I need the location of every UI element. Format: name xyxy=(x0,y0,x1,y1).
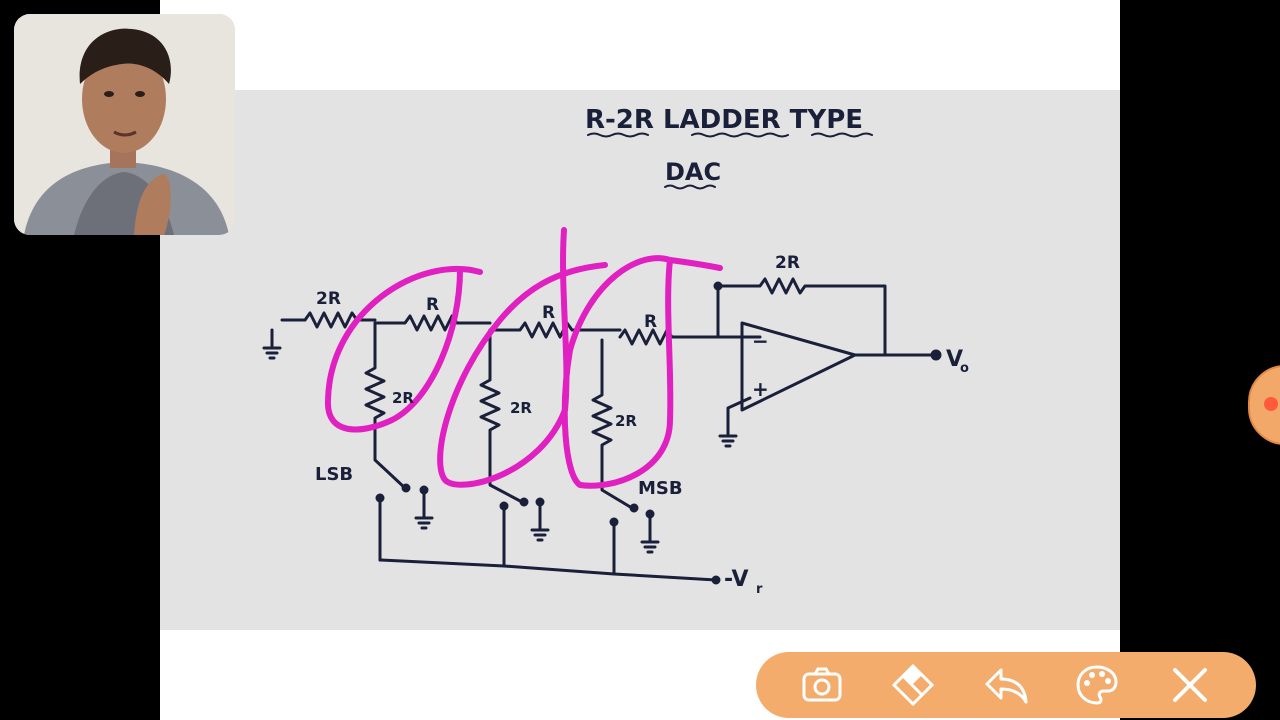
undo-button[interactable] xyxy=(982,661,1030,709)
switch-contact-1 xyxy=(401,483,411,493)
webcam-overlay[interactable] xyxy=(14,14,235,235)
eraser-icon xyxy=(891,663,935,707)
side-tool-handle[interactable] xyxy=(1248,365,1280,445)
eraser-button[interactable] xyxy=(889,661,937,709)
opamp-ground xyxy=(718,396,752,448)
opamp-minus: − xyxy=(752,329,769,353)
label-vo: V xyxy=(946,347,963,372)
label-r3: R xyxy=(644,312,657,332)
left-ground xyxy=(262,328,282,360)
opamp xyxy=(740,321,857,412)
annotation-toolbar xyxy=(756,652,1256,718)
close-button[interactable] xyxy=(1166,661,1214,709)
resistor-r1 xyxy=(373,314,492,332)
resistor-r3 xyxy=(618,328,742,346)
branch-resistor-3 xyxy=(591,338,634,510)
camera-icon xyxy=(802,667,842,702)
label-vref: -V xyxy=(724,567,749,592)
opamp-plus: + xyxy=(752,377,769,401)
feedback-resistor xyxy=(716,277,887,357)
circuit-diagram: R-2R LADDER TYPE DAC 2R R R R 2R 2R 2R 2… xyxy=(262,105,969,597)
title-line2: DAC xyxy=(665,158,721,186)
title-line1: R-2R LADDER TYPE xyxy=(585,105,863,135)
label-msb: MSB xyxy=(638,478,683,499)
branch-resistor-1 xyxy=(364,321,407,490)
highlight-loops xyxy=(324,227,723,489)
label-2r-left: 2R xyxy=(316,289,341,309)
resistor-2r-left xyxy=(303,311,377,329)
label-feedback: 2R xyxy=(775,253,800,273)
label-vo-sub: o xyxy=(960,361,969,376)
presenter-avatar xyxy=(14,14,235,235)
video-frame: R-2R LADDER TYPE DAC 2R R R R 2R 2R 2R 2… xyxy=(160,0,1120,720)
label-r2: R xyxy=(542,303,555,323)
label-r1: R xyxy=(426,295,439,315)
label-branch1: 2R xyxy=(392,389,414,407)
palette-icon xyxy=(1076,665,1118,705)
vref-bus xyxy=(378,558,718,582)
undo-icon xyxy=(985,668,1028,704)
label-vref-sub: r xyxy=(756,582,763,597)
close-icon xyxy=(1173,668,1207,702)
label-branch3: 2R xyxy=(615,412,637,430)
label-branch2: 2R xyxy=(510,399,532,417)
screenshot-button[interactable] xyxy=(798,661,846,709)
color-dot-icon xyxy=(1264,397,1278,411)
whiteboard: R-2R LADDER TYPE DAC 2R R R R 2R 2R 2R 2… xyxy=(160,90,1120,630)
resistor-r2 xyxy=(488,321,622,339)
dac-underline xyxy=(664,184,716,190)
palette-button[interactable] xyxy=(1073,661,1121,709)
label-lsb: LSB xyxy=(315,464,353,485)
branch-resistor-2 xyxy=(479,328,524,504)
title-underline xyxy=(587,132,873,138)
